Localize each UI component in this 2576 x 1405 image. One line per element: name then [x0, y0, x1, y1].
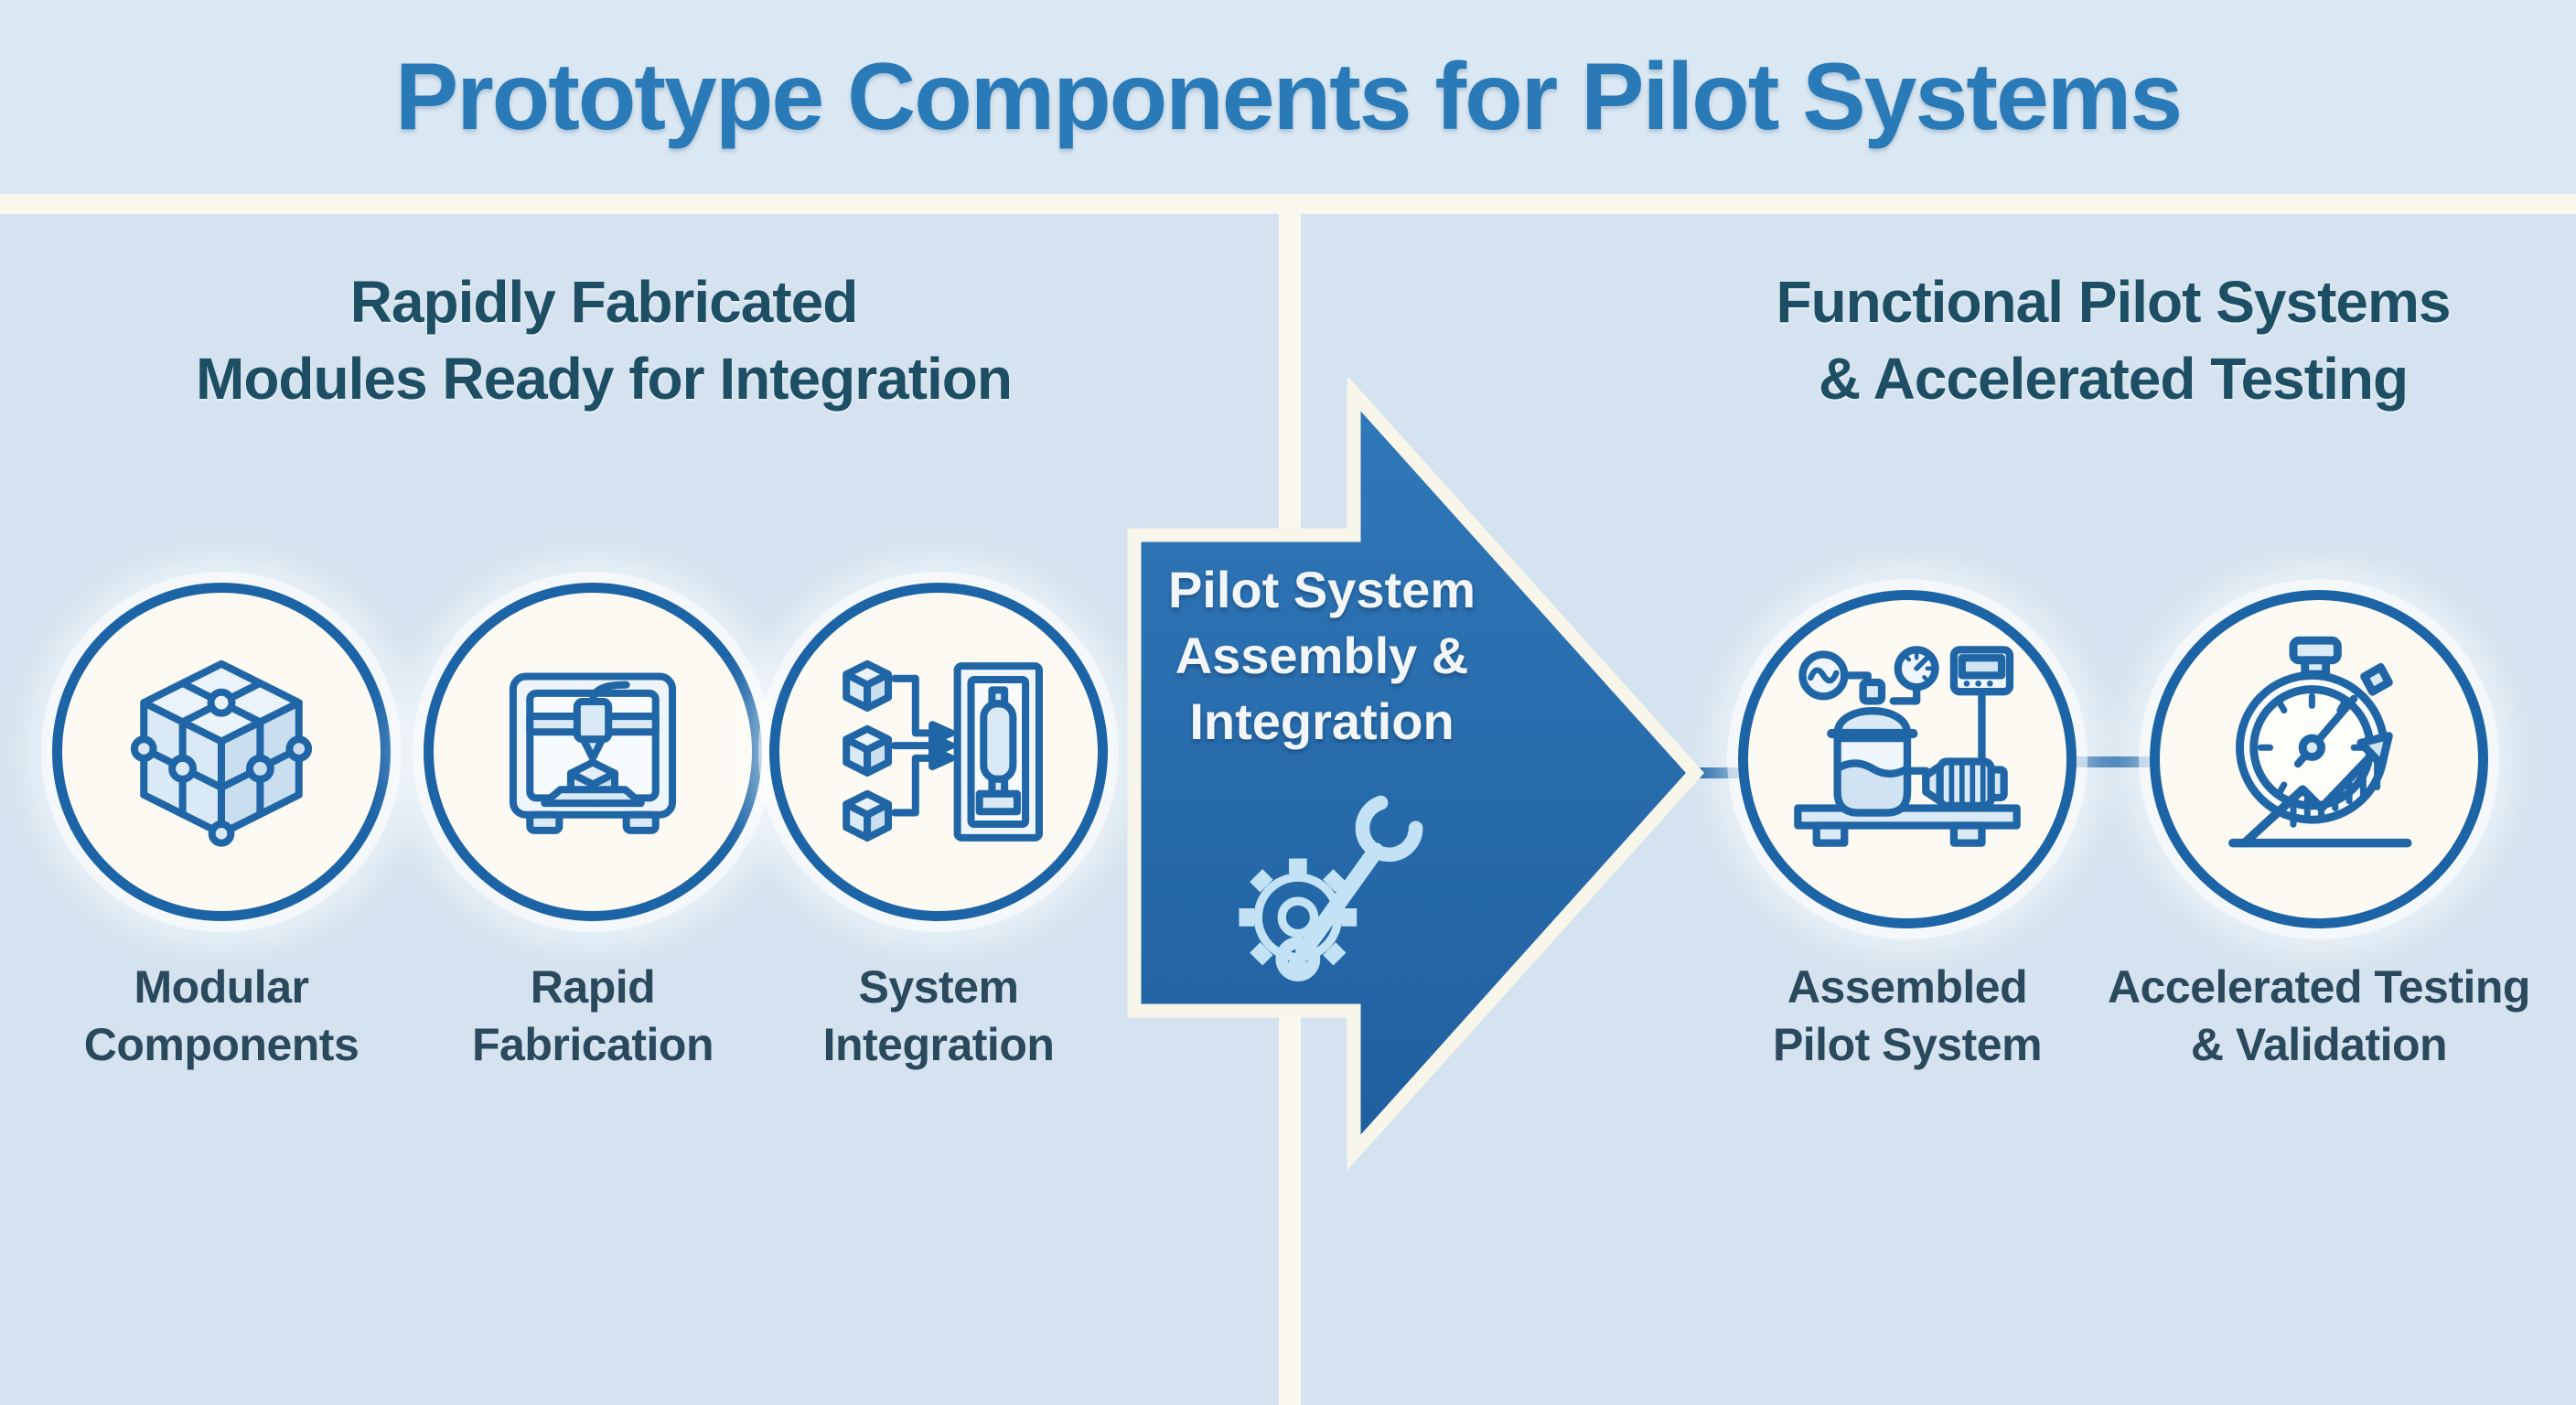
- label-accelerated-testing: Accelerated Testing & Validation: [2108, 961, 2530, 1070]
- right-section-heading: Functional Pilot Systems & Accelerated T…: [1651, 263, 2575, 417]
- node-rapid-fabrication: [424, 583, 762, 921]
- node-accelerated-testing: [2150, 590, 2488, 928]
- arrow-caption: Pilot System Assembly & Integration: [1167, 561, 1476, 750]
- right-heading-line2: & Accelerated Testing: [1818, 346, 2409, 412]
- pilot-plant-icon: [1794, 646, 2021, 847]
- left-heading-line1: Rapidly Fabricated: [349, 269, 859, 335]
- node-system-integration: [769, 583, 1108, 921]
- arrow-shape: [1127, 378, 1705, 1171]
- node-modular-components: [52, 583, 391, 921]
- process-arrow: Pilot System Assembly & Integration: [1107, 378, 1715, 1174]
- gear-wrench-icon: [1239, 794, 1423, 981]
- label-system-integration: System Integration: [822, 961, 1055, 1070]
- label-assembled-pilot-system: Assembled Pilot System: [1772, 961, 2043, 1070]
- printer-3d-icon: [509, 672, 677, 834]
- stopwatch-growth-icon: [2228, 636, 2412, 848]
- left-section-heading: Rapidly Fabricated Modules Ready for Int…: [14, 263, 1194, 417]
- label-modular-components: Modular Components: [83, 961, 360, 1070]
- node-assembled-pilot-system: [1738, 590, 2077, 928]
- label-rapid-fabrication: Rapid Fabrication: [472, 961, 714, 1070]
- right-heading-line1: Functional Pilot Systems: [1776, 269, 2451, 335]
- left-heading-line2: Modules Ready for Integration: [196, 346, 1013, 412]
- puzzle-cube-icon: [130, 660, 313, 847]
- horizontal-divider: [0, 194, 2576, 214]
- title-band: [0, 0, 2576, 194]
- page-title: Prototype Components for Pilot Systems: [394, 43, 2183, 150]
- modules-to-machine-icon: [843, 660, 1043, 842]
- connector-line: [1694, 767, 1747, 778]
- connector-line: [2069, 756, 2157, 767]
